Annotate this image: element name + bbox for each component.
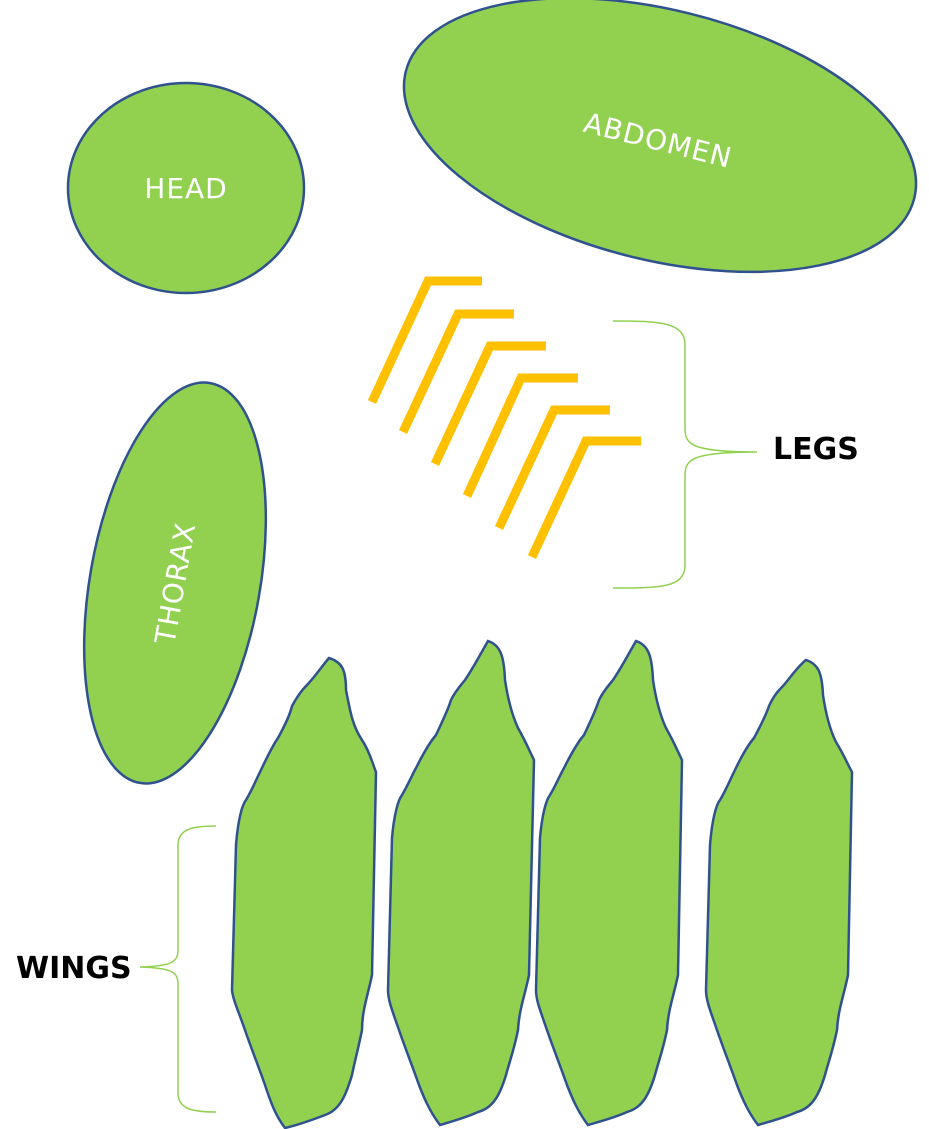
wings-label: WINGS [16,951,132,986]
abdomen-shape [376,0,929,320]
wings-group [232,641,852,1128]
head-label: HEAD [144,172,227,205]
leg-6 [532,441,641,557]
wing-1 [232,658,376,1128]
legs-label: LEGS [773,432,859,467]
wing-2 [388,641,534,1125]
legs-brace [613,321,757,588]
wings-brace [140,826,216,1112]
legs-group [372,281,641,557]
wing-3 [536,641,682,1125]
wing-4 [706,660,852,1125]
